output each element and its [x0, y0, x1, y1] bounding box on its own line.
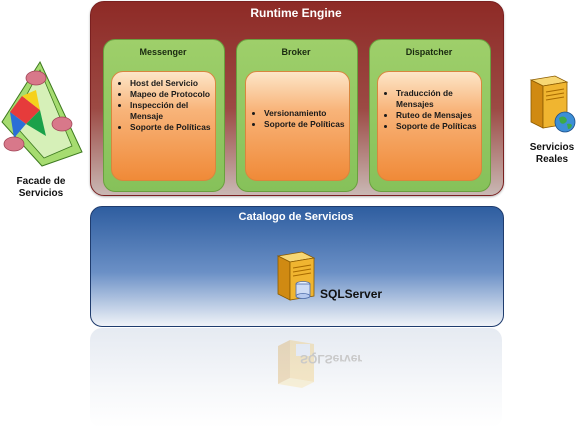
- list-item: Inspección del Mensaje: [130, 100, 215, 122]
- list-item: Soporte de Políticas: [396, 121, 481, 132]
- messenger-list: Host del Servicio Mapeo de Protocolo Ins…: [112, 72, 215, 133]
- broker-title: Broker: [281, 47, 311, 57]
- sql-server-icon: [276, 251, 316, 301]
- dispatcher-items-box: Traducción de Mensajes Ruteo de Mensajes…: [377, 71, 482, 181]
- reflection-decoration: [90, 328, 502, 428]
- list-item: Soporte de Políticas: [264, 119, 349, 130]
- catalog-title: Catalogo de Servicios: [238, 211, 354, 223]
- servicios-reales-label: Servicios Reales: [529, 142, 575, 165]
- list-item: Versionamiento: [264, 108, 349, 119]
- sql-server-reflection-icon: [278, 340, 314, 388]
- runtime-engine-title: Runtime Engine: [250, 6, 342, 20]
- sql-server-reflection-label: SQLServer: [300, 352, 363, 366]
- sql-server-label: SQLServer: [320, 287, 383, 301]
- list-item: Host del Servicio: [130, 78, 215, 89]
- messenger-title: Messenger: [139, 47, 187, 57]
- dispatcher-list: Traducción de Mensajes Ruteo de Mensajes…: [378, 72, 481, 132]
- facade-label: Facade de Servicios: [16, 176, 66, 199]
- messenger-items-box: Host del Servicio Mapeo de Protocolo Ins…: [111, 71, 216, 181]
- dispatcher-title: Dispatcher: [405, 47, 453, 57]
- server-globe-icon: [529, 75, 576, 133]
- facade-icon: [1, 60, 83, 167]
- list-item: Traducción de Mensajes: [396, 88, 481, 110]
- broker-list: Versionamiento Soporte de Políticas: [246, 72, 349, 130]
- list-item: Soporte de Políticas: [130, 122, 215, 133]
- broker-items-box: Versionamiento Soporte de Políticas: [245, 71, 350, 181]
- list-item: Ruteo de Mensajes: [396, 110, 481, 121]
- list-item: Mapeo de Protocolo: [130, 89, 215, 100]
